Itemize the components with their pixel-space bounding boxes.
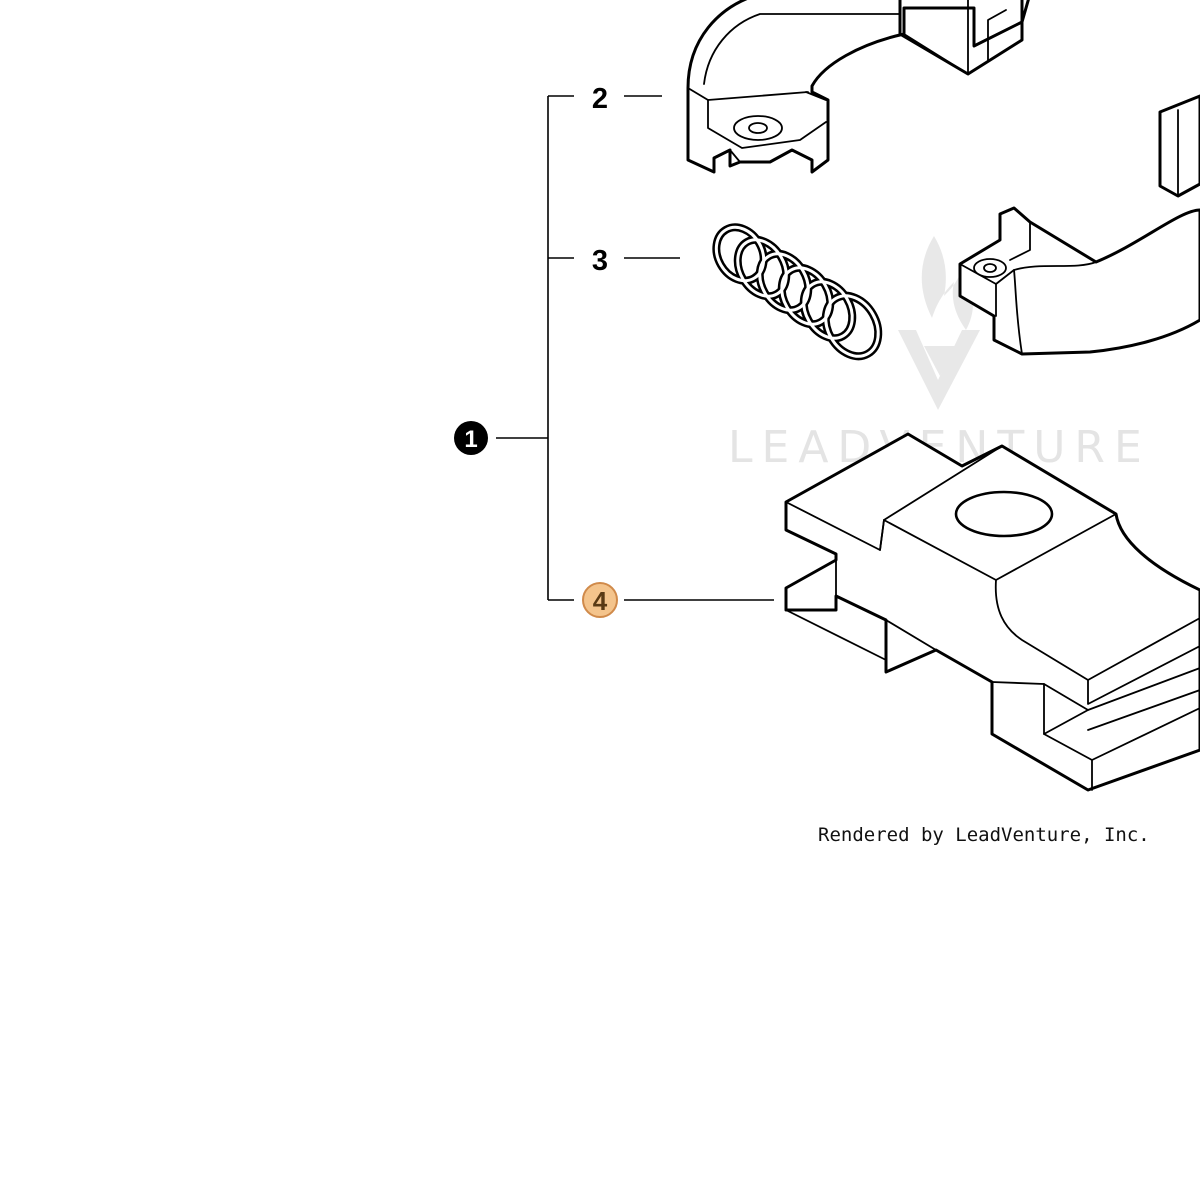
callout-3[interactable]: 3 (592, 245, 608, 277)
part-2-clamp-bracket[interactable] (686, 0, 1200, 174)
part-2-clamp-bracket-right[interactable] (958, 94, 1200, 356)
callout-3-label: 3 (592, 245, 608, 277)
callout-4[interactable]: 4 (582, 582, 618, 618)
render-credit: Rendered by LeadVenture, Inc. (818, 824, 1150, 846)
part-3-spring[interactable] (707, 219, 889, 366)
assembly-callout-badge (454, 421, 488, 455)
callout-4-label: 4 (593, 586, 608, 616)
callout-2-label: 2 (592, 83, 608, 115)
part-4-slotted-block[interactable] (784, 432, 1200, 792)
assembly-callout-label: 1 (464, 426, 477, 453)
callout-2[interactable]: 2 (592, 83, 608, 115)
callout-4-highlight (582, 582, 618, 618)
callout-bracket (496, 95, 774, 601)
assembly-callout[interactable]: 1 (454, 421, 488, 455)
watermark-logo-icon (898, 236, 980, 410)
